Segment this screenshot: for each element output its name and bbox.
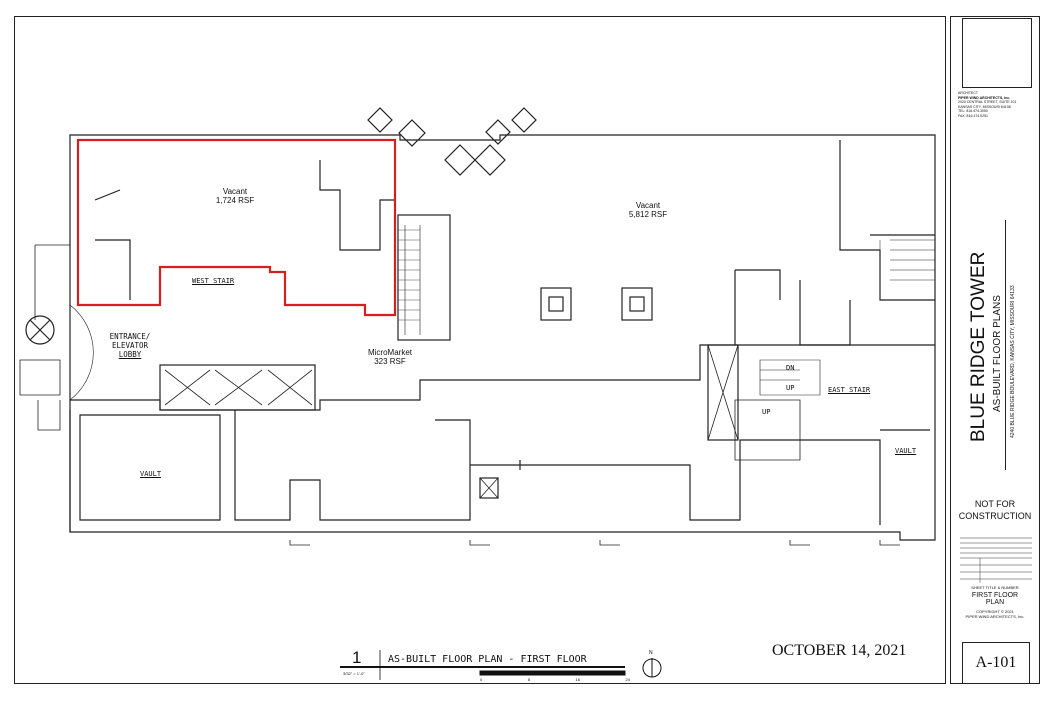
up-label: UP: [786, 384, 795, 392]
nfc-line: CONSTRUCTION: [958, 511, 1032, 521]
room-label-vacant-west: Vacant 1,724 RSF: [195, 187, 275, 205]
project-subtitle: AS-BUILT FLOOR PLANS: [992, 295, 1003, 412]
scale-tick: 24: [625, 677, 630, 682]
west-stair-label: WEST STAIR: [192, 277, 235, 285]
room-label-vacant-east: Vacant 5,812 RSF: [608, 201, 688, 219]
lobby-label: ENTRANCE/ ELEVATOR LOBBY: [90, 332, 170, 359]
copyright: COPYRIGHT © 2021: [976, 609, 1014, 614]
vault-left-label: VAULT: [140, 470, 162, 478]
architect-tel: TEL: 816.474.3050: [958, 109, 988, 113]
scale-tick: 16: [575, 677, 580, 682]
lobby-line: ENTRANCE/: [109, 332, 151, 341]
architect-label: ARCHITECT: [958, 91, 979, 95]
sheet-title-label: SHEET TITLE & NUMBER: [971, 585, 1019, 590]
project-address: 4240 BLUE RIDGE BOULEVARD, KANSAS CITY, …: [1010, 285, 1016, 438]
nfc-line: NOT FOR: [974, 499, 1016, 509]
east-stair-label: EAST STAIR: [828, 386, 871, 394]
date: OCTOBER 14, 2021: [772, 642, 907, 659]
room-name: MicroMarket: [367, 348, 412, 357]
central-stair: [397, 214, 451, 341]
drawing-frame: [14, 16, 946, 684]
sheet-title: SHEET TITLE & NUMBER FIRST FLOOR PLAN CO…: [952, 585, 1038, 619]
not-for-construction: NOT FOR CONSTRUCTION: [952, 498, 1038, 522]
sheet-title-line: PLAN: [985, 599, 1005, 606]
room-area: 1,724 RSF: [215, 196, 255, 205]
dn-label: DN: [786, 364, 795, 372]
divider: [1005, 220, 1006, 470]
scale-bar-ticks: 0 8 16 24: [480, 677, 630, 682]
room-label-micromarket: MicroMarket 323 RSF: [350, 348, 430, 366]
drawing-number: 1: [352, 648, 362, 667]
architect-name: PIPER WIND ARCHITECTS, Inc.: [958, 95, 1011, 100]
vault-right-label: VAULT: [895, 447, 917, 455]
room-name: Vacant: [635, 201, 661, 210]
sheet-title-line: FIRST FLOOR: [971, 592, 1019, 599]
north-arrow-label: N: [649, 650, 653, 656]
scale-tick: 0: [480, 677, 483, 682]
up-label: UP: [762, 408, 771, 416]
room-area: 5,812 RSF: [628, 210, 668, 219]
room-area: 323 RSF: [374, 357, 406, 366]
sheet-number: A-101: [962, 642, 1030, 684]
architect-fax: FAX: 816.474.0251: [958, 113, 988, 118]
architect-address: KANSAS CITY, MISSOURI 64108: [958, 104, 1011, 109]
architect-info: ARCHITECT PIPER WIND ARCHITECTS, Inc. 20…: [958, 91, 1038, 118]
scale-tick: 8: [527, 677, 530, 682]
drawing-title: AS-BUILT FLOOR PLAN - FIRST FLOOR: [388, 654, 587, 665]
lobby-line: ELEVATOR: [111, 341, 149, 350]
drawing-scale: 3/32" = 1'-0": [343, 671, 365, 676]
architect-address: 2020 CENTRAL STREET, SUITE 101: [958, 100, 1017, 104]
lobby-line: LOBBY: [118, 350, 142, 359]
project-title: BLUE RIDGE TOWER: [968, 251, 989, 442]
floor-plan: [19, 107, 936, 680]
room-name: Vacant: [222, 187, 248, 196]
logo-box: [962, 18, 1032, 88]
copyright-by: PIPER WIND ARCHITECTS, Inc.: [965, 614, 1025, 619]
highlighted-vacant-outline: [76, 138, 397, 317]
building-outline: [69, 134, 936, 541]
revision-table: [960, 537, 1032, 583]
